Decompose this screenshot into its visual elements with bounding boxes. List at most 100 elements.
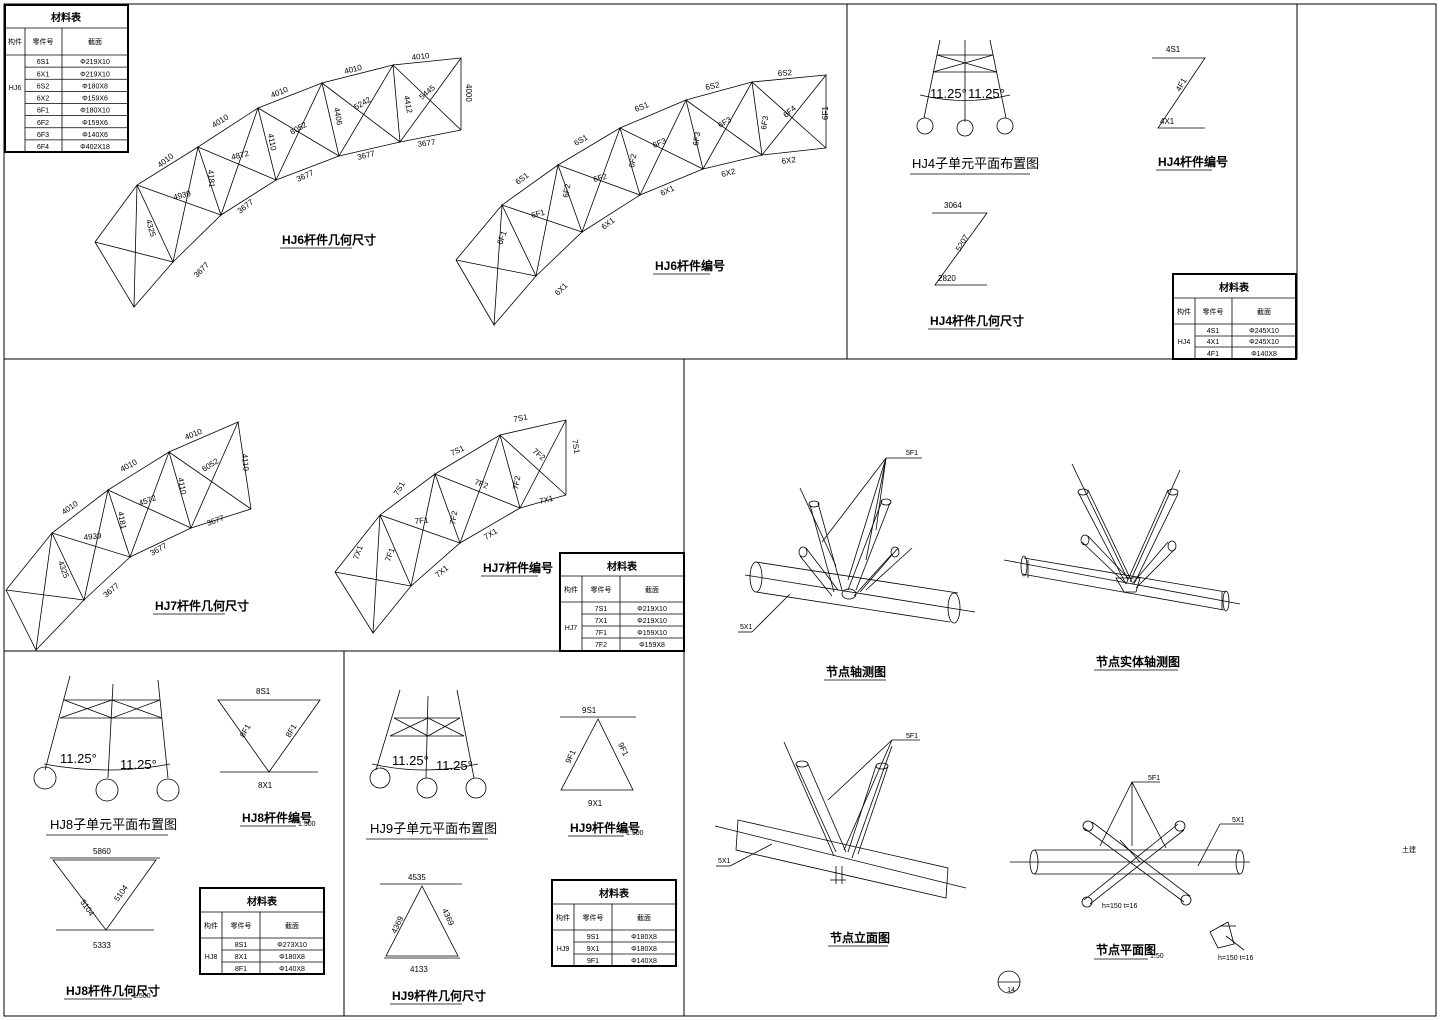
table-header: 零件号 xyxy=(583,913,604,922)
num-label: 7F2 xyxy=(511,475,522,491)
table-header: 零件号 xyxy=(591,585,612,594)
table-cell: 6F4 xyxy=(37,144,49,151)
table-member: HJ6 xyxy=(9,85,22,92)
node-axonometric-view: 5F1 5X1 节点轴测图 xyxy=(738,450,976,681)
member-label: 5X1 xyxy=(718,858,731,865)
dim-label: 4133 xyxy=(410,965,428,974)
table-title: 材料表 xyxy=(247,895,278,908)
num-label: 7X1 xyxy=(434,563,451,579)
table-member: HJ8 xyxy=(205,954,218,961)
dim-label: 4110 xyxy=(240,453,251,471)
table-header: 构件 xyxy=(556,913,570,922)
hj7-material-table: 材料表 构件 零件号 截面 HJ7 7S1 Φ219X10 7X1 Φ219X1… xyxy=(559,552,685,652)
table-header: 截面 xyxy=(1257,307,1271,316)
hj9-numbering: 9S1 9F1 9F1 9X1 HJ9杆件编号 1:500 xyxy=(560,706,644,837)
num-label: 7F2 xyxy=(473,477,490,490)
table-cell: 4S1 xyxy=(1207,328,1220,335)
table-cell: 6S1 xyxy=(37,59,50,66)
web-members xyxy=(94,56,462,309)
table-member: HJ4 xyxy=(1178,339,1191,346)
table-header: 零件号 xyxy=(231,921,252,930)
num-label: 7S1 xyxy=(392,480,407,497)
num-label: 8S1 xyxy=(256,687,271,696)
table-title: 材料表 xyxy=(1219,281,1250,294)
dim-label: 4110 xyxy=(176,477,188,496)
dim-label: 4010 xyxy=(119,457,139,474)
table-cell: Φ180X8 xyxy=(631,934,657,941)
hj4-material-table: 材料表 构件 零件号 截面 HJ4 4S1 Φ245X10 4X1 Φ245X1… xyxy=(1172,273,1297,360)
sheet-border xyxy=(3,3,1437,1017)
hj7-geometry-truss: 4010 4010 4010 4110 3677 3677 3677 4325 … xyxy=(5,420,252,652)
table-cell: 7S1 xyxy=(595,606,608,613)
num-label: 8X1 xyxy=(258,781,273,790)
table-cell: Φ245X10 xyxy=(1249,328,1279,335)
dim-label: 4181 xyxy=(116,511,128,531)
web-members xyxy=(455,73,827,327)
member-label: 5X1 xyxy=(740,624,753,631)
num-label: 6X1 xyxy=(600,215,617,231)
node-elevation-view: 5F1 5X1 节点立面图 xyxy=(714,733,967,947)
num-label: 6F3 xyxy=(651,136,668,150)
table-header: 构件 xyxy=(204,921,218,930)
hj7-numbering-truss: 7S1 7S1 7S1 7S1 7X1 7X1 7X1 7X1 7F1 7F1 … xyxy=(334,413,581,635)
top-chord xyxy=(334,419,567,573)
node-plan-view: 5F1 5X1 h=150 t=16 节点平面图 1:50 xyxy=(1010,775,1250,960)
hj8-numbering-title: HJ8杆件编号 xyxy=(242,810,312,825)
dim-label: 5207 xyxy=(954,233,971,253)
top-chord xyxy=(94,57,462,243)
table-cell: Φ402X18 xyxy=(80,144,110,151)
member-label: 5F1 xyxy=(1148,775,1160,782)
table-cell: Φ140X8 xyxy=(1251,351,1277,358)
bottom-chord xyxy=(35,508,252,651)
angle-label: 11.25° xyxy=(436,758,473,773)
table-cell: Φ273X10 xyxy=(277,942,307,949)
dim-label: 5242 xyxy=(353,95,373,112)
num-label: 8F1 xyxy=(238,722,253,739)
angle-label: 11.25° xyxy=(968,86,1005,101)
hj4-plan: 11.25° 11.25° HJ4子单元平面布置图 xyxy=(910,39,1039,175)
num-label: 6S2 xyxy=(705,80,721,92)
dim-label: 5860 xyxy=(93,847,111,856)
table-cell: 6F2 xyxy=(37,120,49,127)
table-cell: 6S2 xyxy=(37,83,50,90)
dim-label: 5333 xyxy=(93,941,111,950)
dim-label: 4010 xyxy=(183,427,203,442)
table-cell: Φ140X8 xyxy=(279,966,305,973)
table-cell: 8S1 xyxy=(235,942,248,949)
scale-label: 1:500 xyxy=(133,993,151,1000)
num-label: 6X1 xyxy=(659,183,676,197)
table-cell: Φ159X6 xyxy=(82,96,108,103)
num-label: 9S1 xyxy=(582,706,597,715)
detail-note: h=150 t=16 xyxy=(1218,955,1254,962)
member-label: 5X1 xyxy=(1232,817,1245,824)
table-cell: 6X1 xyxy=(37,71,50,78)
dim-label: 3064 xyxy=(944,201,962,210)
table-header: 截面 xyxy=(637,913,651,922)
node-plan-title: 节点平面图 xyxy=(1096,942,1156,957)
num-label: 7S1 xyxy=(513,413,529,424)
detail-index-symbol: 14 xyxy=(997,970,1021,994)
num-label: 4F1 xyxy=(1174,76,1189,93)
table-cell: Φ180X8 xyxy=(279,954,305,961)
hj8-numbering: 8S1 8F1 8F1 8X1 HJ8杆件编号 1:500 xyxy=(217,687,321,828)
table-cell: 9S1 xyxy=(587,934,600,941)
table-header: 截面 xyxy=(88,37,102,46)
num-label: 7F1 xyxy=(414,516,429,526)
num-label: 6F1 xyxy=(495,229,508,246)
table-cell: Φ219X10 xyxy=(637,618,667,625)
table-cell: 9X1 xyxy=(587,946,600,953)
dim-label: 4412 xyxy=(402,95,414,115)
dim-label: 4010 xyxy=(269,85,289,100)
node-axon-title: 节点轴测图 xyxy=(826,664,886,679)
node-elev-title: 节点立面图 xyxy=(830,930,890,945)
dim-label: 6052 xyxy=(289,120,309,137)
table-cell: 8F1 xyxy=(235,966,247,973)
dim-label: 4369 xyxy=(440,907,456,927)
table-cell: 4F1 xyxy=(1207,351,1219,358)
member-label: 5F1 xyxy=(906,733,918,740)
hj6-geometry-truss: 4010 4010 4010 4010 4010 3677 3677 3677 … xyxy=(94,51,473,309)
num-label: 9F1 xyxy=(616,741,630,758)
table-cell: 7X1 xyxy=(595,618,608,625)
